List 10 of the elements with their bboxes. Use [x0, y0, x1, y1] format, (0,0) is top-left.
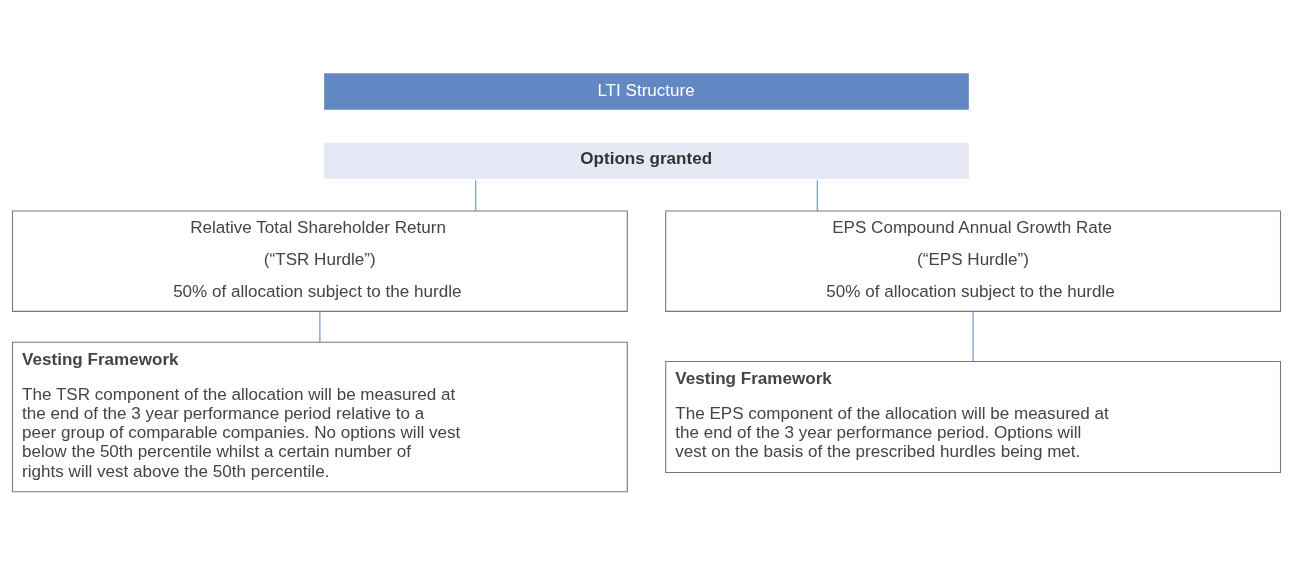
connector	[972, 310, 974, 362]
node-box: Vesting Framework The TSR component of the allocation will be measured at the end of the 3 year performance period relative to a peer group of comparable companies. No options will vest below the 50th percentile whilst a certain number of rights will vest above the 50th percentile.	[11, 341, 628, 492]
node-box: Options granted	[324, 142, 969, 179]
connector	[319, 310, 321, 343]
node-box: Relative Total Shareholder Return (“TSR Hurdle”) 50% of allocation subject to the hurdle	[11, 210, 628, 312]
node-box: LTI Structure	[324, 72, 969, 110]
connector	[816, 179, 818, 211]
node-box: EPS Compound Annual Growth Rate (“EPS Hurdle”) 50% of allocation subject to the hurdle	[665, 210, 1282, 312]
node-box: Vesting Framework The EPS component of the allocation will be measured at the end of the 3 year performance period. Options will vest on the basis of the prescribed hurdles being met.	[665, 360, 1282, 473]
connector	[475, 179, 477, 211]
